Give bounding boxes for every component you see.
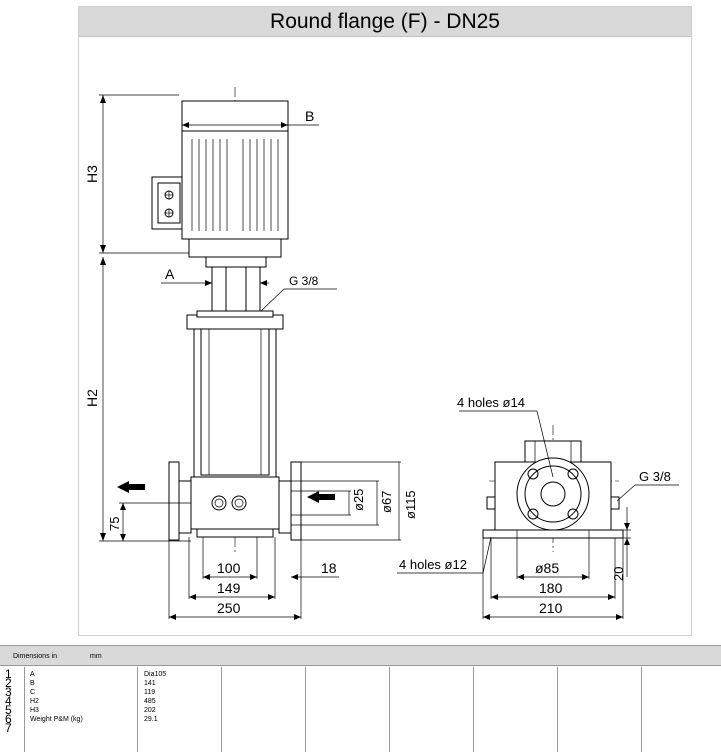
dimensions-table: Dimensions in mm 1 2 3 4 5 6 7 A Dia105 … — [0, 645, 721, 752]
row-value: 29.1 — [144, 716, 158, 723]
row-name: A — [30, 671, 35, 678]
row-number: 5 — [5, 703, 12, 717]
label-d25: ø25 — [351, 489, 366, 511]
row-name: H2 — [30, 698, 39, 705]
base-plate — [196, 528, 274, 538]
side-flange-face — [516, 457, 590, 531]
label-d85: ø85 — [535, 560, 559, 576]
row-name: B — [30, 680, 35, 687]
dimensions-grid: 1 2 3 4 5 6 7 A Dia105 B 141 C 119 H2 48… — [0, 667, 721, 752]
pump-sleeve — [200, 328, 270, 476]
inlet-pipe — [278, 480, 292, 534]
motor-fan-cover — [181, 100, 289, 132]
row-number: 6 — [5, 712, 12, 726]
label-75: 75 — [107, 517, 122, 531]
side-bore — [540, 481, 566, 507]
pump-head-top — [196, 310, 274, 318]
label-B: B — [305, 108, 314, 124]
row-number: 3 — [5, 685, 12, 699]
motor-fins — [191, 139, 279, 231]
label-20: 20 — [611, 567, 626, 581]
row-value: 141 — [144, 680, 156, 687]
label-18: 18 — [321, 560, 337, 576]
row-value: 202 — [144, 707, 156, 714]
row-name: Weight P&M (kg) — [30, 716, 83, 723]
coupling-guard — [205, 256, 267, 268]
inlet-flange — [290, 461, 302, 541]
pump-technical-drawing: B H3 H2 A G 3/8 75 — [84, 87, 679, 620]
label-250: 250 — [217, 600, 241, 616]
dimensions-unit: mm — [90, 653, 102, 660]
outlet-flange — [168, 461, 180, 541]
row-number: 2 — [5, 676, 12, 690]
side-bolt-circle — [524, 465, 582, 523]
row-value: 119 — [144, 689, 156, 696]
dimensions-header: Dimensions in mm — [0, 646, 721, 666]
label-d67: ø67 — [379, 491, 394, 513]
label-180: 180 — [539, 580, 563, 596]
motor-body — [181, 130, 289, 240]
label-holes14: 4 holes ø14 — [457, 395, 525, 410]
terminal-box-lid — [157, 182, 181, 224]
label-149: 149 — [217, 580, 241, 596]
side-plug-right — [610, 496, 620, 510]
row-name: C — [30, 689, 36, 696]
row-number: 1 — [5, 667, 12, 681]
row-name: H3 — [30, 707, 39, 714]
shaft-coupling — [225, 266, 247, 312]
row-number: 4 — [5, 694, 12, 708]
row-value: 485 — [144, 698, 156, 705]
label-holes12: 4 holes ø12 — [399, 557, 467, 572]
row-number: 7 — [5, 721, 12, 735]
label-g38-top: G 3/8 — [289, 274, 319, 288]
drain-plug-icon — [231, 495, 247, 511]
label-d115: ø115 — [403, 490, 418, 519]
label-H3: H3 — [84, 165, 100, 183]
dimensions-header-label: Dimensions in — [13, 653, 57, 660]
side-plug-left — [486, 496, 496, 510]
inlet-flow-arrow-icon — [307, 491, 319, 503]
drawing-title: Round flange (F) - DN25 — [79, 7, 691, 37]
label-210: 210 — [539, 600, 563, 616]
row-value: Dia105 — [144, 671, 167, 678]
drain-plug-icon — [211, 495, 227, 511]
motor-flange — [188, 238, 282, 258]
label-g38-side: G 3/8 — [639, 469, 671, 484]
label-A: A — [165, 266, 175, 282]
label-H2: H2 — [84, 389, 100, 407]
side-base-plate — [482, 529, 624, 539]
outlet-flow-arrow-icon — [117, 481, 129, 493]
drawing-panel: Round flange (F) - DN25 — [78, 6, 692, 636]
label-100: 100 — [217, 560, 241, 576]
outlet-pipe — [178, 480, 192, 534]
